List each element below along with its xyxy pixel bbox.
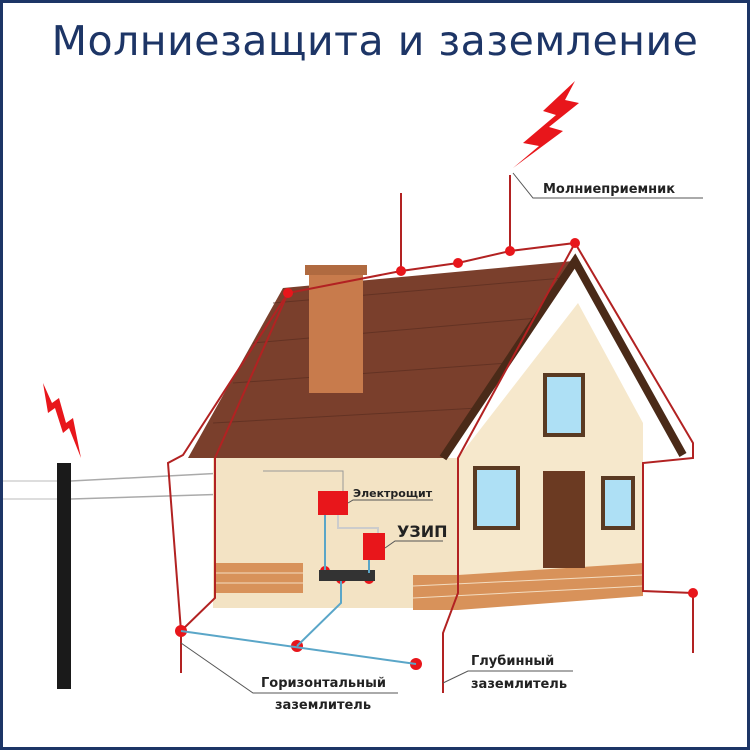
lightning-bolt-icon bbox=[43, 383, 81, 458]
deep-electrode-label-2: заземлитель bbox=[471, 677, 567, 692]
surge-protector-label: УЗИП bbox=[397, 522, 447, 541]
power-pole bbox=[57, 463, 71, 689]
switchboard-box bbox=[318, 491, 348, 515]
door bbox=[543, 471, 585, 568]
horizontal-electrode-label: Горизонтальный bbox=[261, 676, 386, 691]
brick-base bbox=[215, 563, 303, 593]
house-illustration: Молниеприемник Электрощит УЗИП Горизонта… bbox=[3, 81, 703, 713]
deep-electrode-label: Глубинный bbox=[471, 654, 554, 669]
lightning-conductor bbox=[166, 175, 694, 693]
brick-base bbox=[458, 563, 643, 610]
chimney bbox=[309, 273, 363, 393]
roof bbox=[188, 261, 573, 458]
horizontal-electrode-label-2: заземлитель bbox=[275, 698, 371, 713]
roof-edge bbox=[439, 253, 687, 461]
switchboard-label: Электрощит bbox=[353, 487, 433, 500]
ground-bus bbox=[319, 570, 375, 581]
window bbox=[473, 466, 520, 530]
page-title: Молниезащита и заземление bbox=[51, 17, 699, 65]
window bbox=[543, 373, 585, 437]
window bbox=[601, 476, 635, 530]
horizontal-ground-conductor bbox=[180, 630, 417, 665]
lightning-bolt-icon bbox=[513, 81, 579, 168]
brick-base bbox=[413, 575, 458, 610]
surge-protector-box bbox=[363, 533, 385, 560]
air-terminal-label: Молниеприемник bbox=[543, 182, 675, 197]
